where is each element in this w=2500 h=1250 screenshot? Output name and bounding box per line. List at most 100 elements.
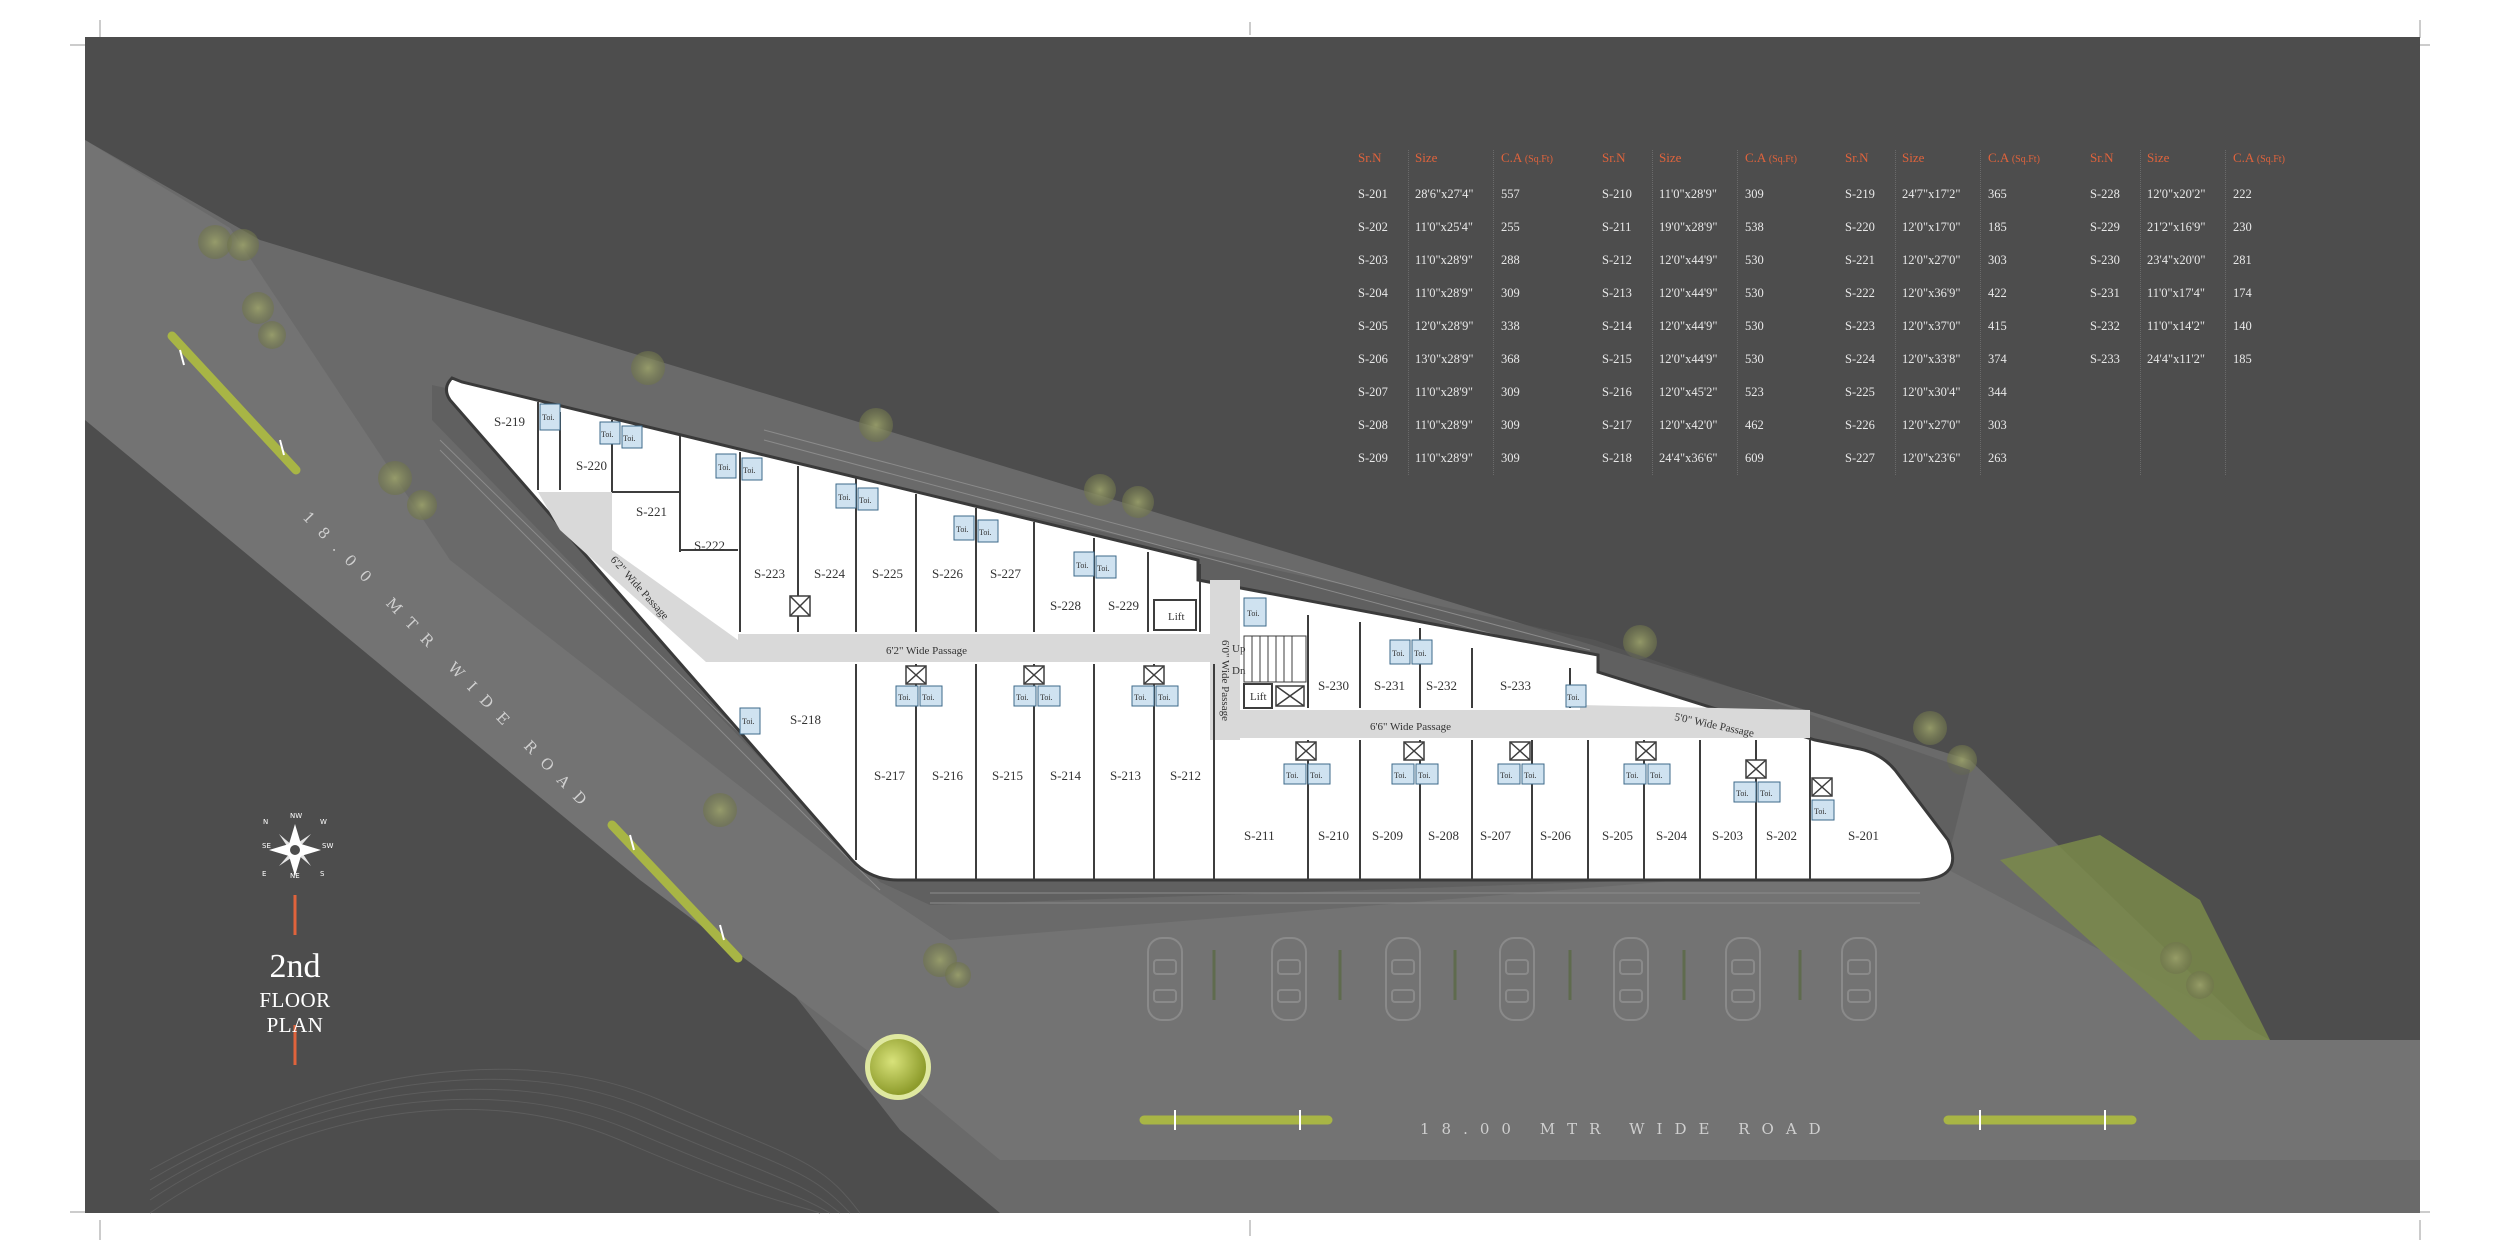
lift-2 [1243, 683, 1273, 709]
toilet-label: Toi. [1736, 789, 1749, 798]
unit-carpet-area: 288 [1501, 253, 1520, 267]
car [1499, 937, 1535, 1021]
unit-size: 12'0"x30'4" [1902, 385, 1961, 399]
toilet-label: Toi. [838, 493, 851, 502]
unit-carpet-area: 374 [1988, 352, 2007, 366]
header-size: Size [1659, 150, 1682, 165]
unit-s223: S-223 [754, 566, 785, 581]
header-ca-unit: (Sq.Ft) [2011, 154, 2040, 165]
decorative-waves [149, 1068, 861, 1214]
compass-northwest: NW [290, 812, 302, 820]
parked-cars [1147, 937, 1877, 1021]
toilet-label: Toi. [1247, 609, 1260, 618]
header-ca: C.A (Sq.Ft) [1501, 150, 1553, 165]
table-separator [1408, 150, 1410, 475]
header-ca-unit: (Sq.Ft) [2256, 154, 2285, 165]
toilet-label: Toi. [1158, 693, 1171, 702]
unit-size: 24'4"x11'2" [2147, 352, 2205, 366]
unit-size: 11'0"x28'9" [1415, 286, 1473, 300]
unit-size: 19'0"x28'9" [1659, 220, 1718, 234]
unit-carpet-area: 309 [1501, 418, 1520, 432]
unit-s228: S-228 [1050, 598, 1081, 613]
unit-number: S-221 [1845, 253, 1875, 267]
unit-size: 12'0"x45'2" [1659, 385, 1718, 399]
unit-size: 11'0"x28'9" [1415, 418, 1473, 432]
unit-s209: S-209 [1372, 828, 1403, 843]
unit-number: S-206 [1358, 352, 1388, 366]
table-separator [1895, 150, 1897, 475]
unit-s233: S-233 [1500, 678, 1531, 693]
toilet-label: Toi. [859, 496, 872, 505]
toilet-label: Toi. [979, 528, 992, 537]
unit-number: S-220 [1845, 220, 1875, 234]
unit-carpet-area: 462 [1745, 418, 1764, 432]
unit-number: S-225 [1845, 385, 1875, 399]
unit-carpet-area: 140 [2233, 319, 2252, 333]
unit-size: 11'0"x28'9" [1415, 253, 1473, 267]
unit-number: S-210 [1602, 187, 1632, 201]
unit-number: S-208 [1358, 418, 1388, 432]
compass-north: N [263, 818, 268, 826]
unit-size: 12'0"x23'6" [1902, 451, 1961, 465]
unit-size: 12'0"x37'0" [1902, 319, 1961, 333]
unit-size: 12'0"x20'2" [2147, 187, 2206, 201]
lift-label: Lift [1250, 691, 1267, 703]
unit-number: S-205 [1358, 319, 1388, 333]
unit-number: S-204 [1358, 286, 1388, 300]
unit-number: S-224 [1845, 352, 1875, 366]
toilet-label: Toi. [1650, 771, 1663, 780]
toilet-label: Toi. [1814, 807, 1827, 816]
car [1271, 937, 1307, 1021]
unit-carpet-area: 303 [1988, 253, 2007, 267]
header-size: Size [1902, 150, 1925, 165]
toilet-label: Toi. [742, 717, 755, 726]
table-separator [1980, 150, 1982, 475]
unit-carpet-area: 368 [1501, 352, 1520, 366]
toilet-label: Toi. [718, 463, 731, 472]
unit-number: S-229 [2090, 220, 2120, 234]
stair-down-label: Dn [1232, 665, 1246, 677]
unit-size: 28'6"x27'4" [1415, 187, 1474, 201]
unit-carpet-area: 415 [1988, 319, 2007, 333]
car [1841, 937, 1877, 1021]
floor-plan-label: FLOOR PLAN [259, 988, 331, 1037]
unit-carpet-area: 530 [1745, 352, 1764, 366]
unit-s207: S-207 [1480, 828, 1512, 843]
unit-number: S-201 [1358, 187, 1388, 201]
unit-carpet-area: 422 [1988, 286, 2007, 300]
unit-carpet-area: 309 [1501, 286, 1520, 300]
unit-carpet-area: 303 [1988, 418, 2007, 432]
compass-east: E [262, 870, 266, 878]
toilet-label: Toi. [956, 525, 969, 534]
unit-number: S-218 [1602, 451, 1632, 465]
unit-carpet-area: 309 [1501, 385, 1520, 399]
toilet-label: Toi. [1040, 693, 1053, 702]
unit-s230: S-230 [1318, 678, 1349, 693]
unit-size: 12'0"x28'9" [1415, 319, 1474, 333]
table-separator [1652, 150, 1654, 475]
unit-s204: S-204 [1656, 828, 1688, 843]
header-ca-unit: (Sq.Ft) [1768, 154, 1797, 165]
unit-number: S-227 [1845, 451, 1875, 465]
toilet-label: Toi. [601, 430, 614, 439]
core [1153, 599, 1307, 709]
roundabout [865, 1034, 931, 1100]
toilet-label: Toi. [898, 693, 911, 702]
toilet-label: Toi. [1567, 693, 1580, 702]
header-size: Size [2147, 150, 2170, 165]
unit-size: 12'0"x27'0" [1902, 253, 1961, 267]
compass-west: W [320, 818, 327, 826]
unit-size: 11'0"x17'4" [2147, 286, 2205, 300]
unit-s226: S-226 [932, 566, 964, 581]
passage-corridor-main [738, 634, 1210, 662]
car [1385, 937, 1421, 1021]
unit-s217: S-217 [874, 768, 906, 783]
unit-size: 12'0"x36'9" [1902, 286, 1961, 300]
unit-size: 12'0"x44'9" [1659, 319, 1718, 333]
passage-label: 6'2" Wide Passage [886, 645, 967, 657]
unit-s208: S-208 [1428, 828, 1459, 843]
unit-s231: S-231 [1374, 678, 1405, 693]
unit-number: S-226 [1845, 418, 1875, 432]
compass-southeast: SE [262, 842, 271, 850]
unit-s227: S-227 [990, 566, 1022, 581]
